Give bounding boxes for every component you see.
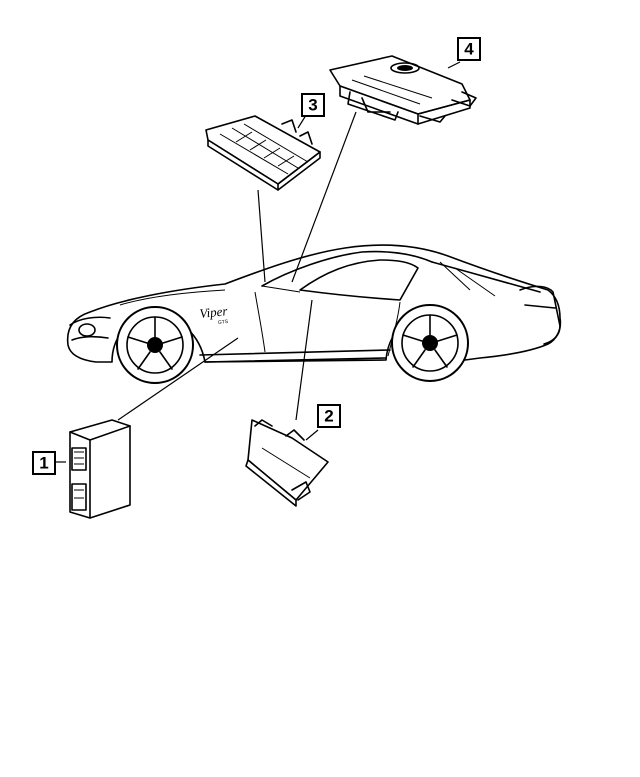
leader-2 <box>295 299 313 421</box>
car-front-fascia <box>69 316 111 341</box>
part-1-module[interactable] <box>69 419 131 519</box>
car-tail <box>519 285 561 345</box>
car-hood-line <box>119 289 226 306</box>
leader-lines <box>55 61 461 463</box>
rear-wheel <box>391 304 469 382</box>
car-illustration: Viper GTS <box>66 244 562 384</box>
leader-3 <box>257 189 266 283</box>
callout-4-label: 4 <box>464 40 474 59</box>
car-side-sill <box>199 349 391 363</box>
car-badge-sub: GTS <box>218 319 230 326</box>
car-roof <box>261 250 433 287</box>
callout-1: 1 <box>32 451 56 475</box>
car-side-window <box>299 259 419 301</box>
callout-1-label: 1 <box>39 454 48 473</box>
leader-4 <box>291 111 357 283</box>
car-fog-lamp <box>78 323 96 337</box>
callout-2: 2 <box>317 404 341 428</box>
callout-3: 3 <box>301 93 325 117</box>
callout-2-label: 2 <box>324 407 333 426</box>
part-2-module[interactable] <box>245 419 329 507</box>
car-badge: Viper <box>199 303 229 321</box>
part-3-junction-block[interactable] <box>205 115 321 191</box>
callout-3-label: 3 <box>308 96 317 115</box>
front-wheel <box>116 306 194 384</box>
callout-4: 4 <box>457 37 481 61</box>
part-4-control-module[interactable] <box>329 55 477 125</box>
leader-1 <box>117 337 239 421</box>
